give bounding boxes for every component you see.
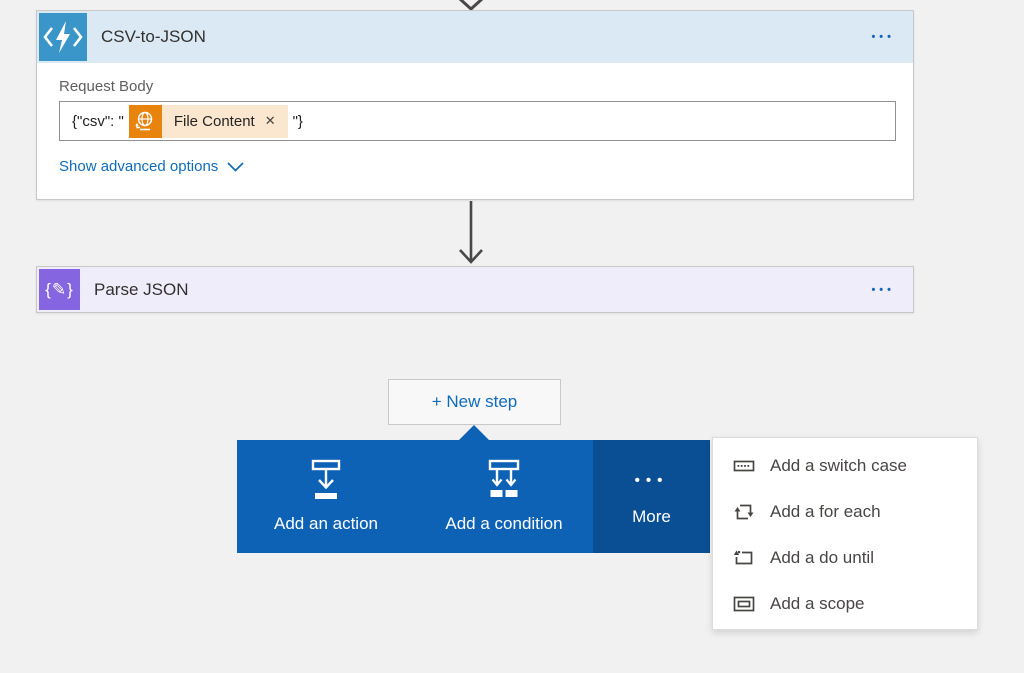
- step-header[interactable]: CSV-to-JSON •••: [37, 11, 913, 63]
- request-body-label: Request Body: [59, 78, 154, 95]
- add-action-label: Add an action: [274, 514, 378, 533]
- more-button[interactable]: ••• More: [593, 440, 710, 553]
- switch-case-icon: [733, 455, 755, 477]
- menu-item-label: Add a switch case: [770, 456, 908, 475]
- request-body-input[interactable]: {"csv": " File Content ✕: [59, 101, 896, 141]
- menu-item-label: Add a do until: [770, 548, 874, 567]
- add-condition-label: Add a condition: [445, 514, 563, 533]
- connector-arrow-middle: [459, 201, 483, 264]
- menu-item-add-a-scope[interactable]: Add a scope: [713, 581, 977, 627]
- step-header[interactable]: {✎} Parse JSON •••: [37, 267, 913, 312]
- menu-item-label: Add a for each: [770, 502, 881, 521]
- menu-item-add-do-until[interactable]: Add a do until: [713, 535, 977, 581]
- scope-icon: [733, 593, 755, 615]
- file-content-globe-icon: [128, 104, 162, 138]
- show-advanced-options-label: Show advanced options: [59, 158, 219, 175]
- chevron-down-icon: [227, 161, 244, 172]
- step-title: CSV-to-JSON: [101, 27, 206, 46]
- new-step-button[interactable]: + New step: [388, 379, 561, 425]
- dynamic-content-chip[interactable]: File Content ✕: [128, 104, 288, 138]
- input-text-suffix: "}: [292, 112, 303, 130]
- add-action-icon: [311, 459, 341, 499]
- chip-label: File Content: [173, 112, 255, 130]
- menu-item-add-for-each[interactable]: Add a for each: [713, 489, 977, 535]
- step-card-csv-to-json[interactable]: CSV-to-JSON ••• Request Body {"csv": ": [36, 10, 914, 200]
- for-each-icon: [733, 501, 755, 523]
- more-dropdown-menu: Add a switch case Add a for each: [712, 437, 978, 630]
- input-text-prefix: {"csv": ": [72, 112, 124, 130]
- do-until-icon: [733, 547, 755, 569]
- step-card-parse-json[interactable]: {✎} Parse JSON •••: [36, 266, 914, 313]
- step-title: Parse JSON: [94, 279, 189, 299]
- more-ellipsis-icon: •••: [634, 471, 669, 489]
- menu-item-label: Add a scope: [770, 594, 865, 613]
- menu-item-add-switch-case[interactable]: Add a switch case: [713, 443, 977, 489]
- parse-json-icon: {✎}: [39, 269, 80, 310]
- add-action-button[interactable]: Add an action: [237, 440, 415, 553]
- step-menu-button[interactable]: •••: [871, 283, 895, 296]
- show-advanced-options-link[interactable]: Show advanced options: [59, 158, 244, 175]
- azure-function-icon: [39, 13, 87, 61]
- new-step-toolbar: Add an action Add a condition ••• More: [237, 440, 710, 553]
- step-menu-button[interactable]: •••: [871, 31, 895, 43]
- chip-remove-icon[interactable]: ✕: [264, 113, 276, 128]
- more-label: More: [632, 507, 671, 526]
- toolbar-caret: [459, 425, 489, 440]
- add-condition-icon: [488, 459, 520, 497]
- add-condition-button[interactable]: Add a condition: [415, 440, 593, 553]
- step-body: Request Body {"csv": " File: [37, 78, 913, 176]
- connector-arrow-top: [458, 0, 484, 12]
